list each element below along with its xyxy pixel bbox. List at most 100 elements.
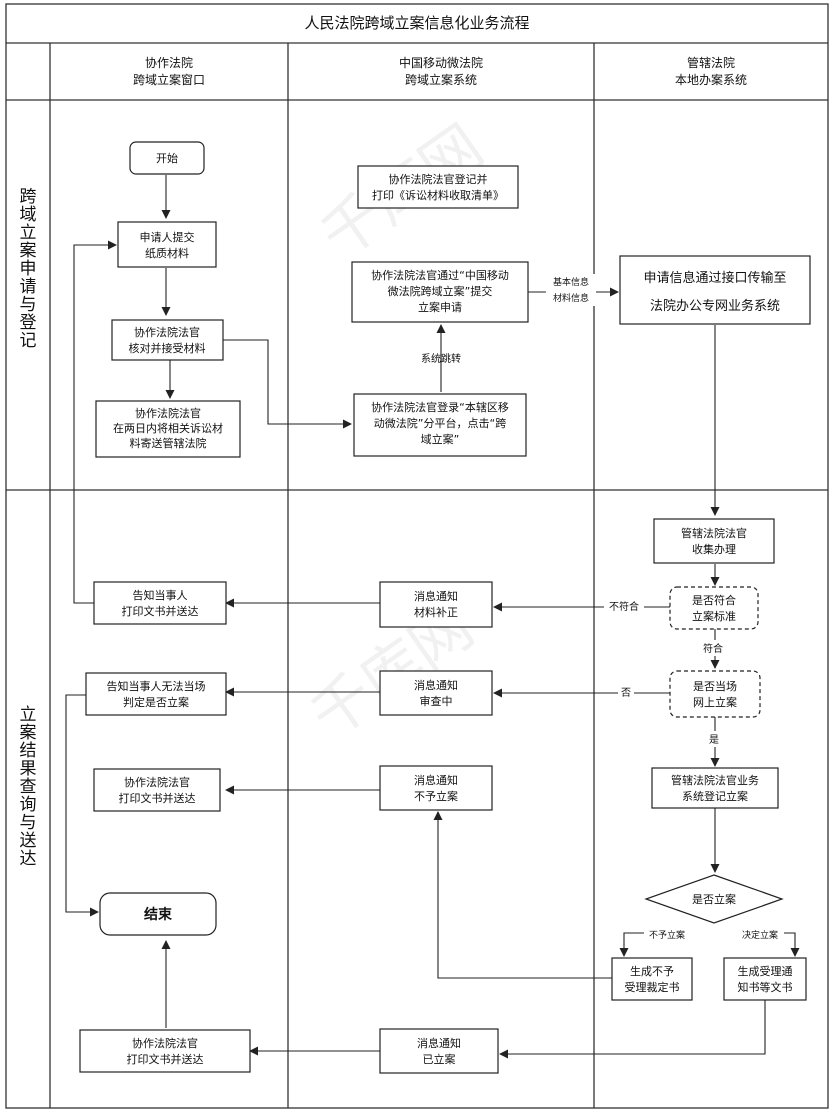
svg-text:消息通知: 消息通知 (414, 589, 458, 603)
svg-text:受理裁定书: 受理裁定书 (625, 980, 680, 994)
svg-text:微法院跨域立案”提交: 微法院跨域立案”提交 (388, 284, 493, 298)
svg-text:协作法院法官: 协作法院法官 (132, 1036, 198, 1050)
node-login: 协作法院法官登录“本辖区移 动微法院”分平台，点击“跨 域立案” (353, 393, 527, 457)
edge-labels: 系统跳转 基本信息 材料信息 不符合 符合 否 是 不予立案 决定立案 (421, 274, 784, 942)
node-reject-ruling: 生成不予 受理裁定书 (611, 957, 693, 1001)
svg-text:知书等文书: 知书等文书 (738, 980, 793, 994)
svg-text:是否立案: 是否立案 (692, 892, 736, 906)
phase-char: 果 (20, 759, 37, 779)
arrow-notify-cannot-to-end (65, 694, 99, 917)
edge-label-bg (705, 731, 723, 747)
phase-char: 案 (20, 723, 37, 743)
node-check-onsite: 是否当场 网上立案 (669, 670, 761, 718)
node-label: 开始 (156, 151, 178, 165)
edge-label-material-info: 材料信息 (553, 292, 589, 304)
svg-text:生成不予: 生成不予 (630, 964, 674, 978)
phase-char: 送 (20, 831, 37, 851)
node-decide: 是否立案 (644, 874, 784, 924)
svg-text:在两日内将相关诉讼材: 在两日内将相关诉讼材 (113, 421, 223, 435)
phase-char: 与 (20, 295, 37, 315)
svg-text:判定是否立案: 判定是否立案 (123, 695, 189, 709)
swimlane-grid (5, 3, 829, 1109)
svg-text:打印文书并送达: 打印文书并送达 (122, 604, 199, 618)
svg-text:打印文书并送达: 打印文书并送达 (119, 791, 196, 805)
svg-text:协作法院法官通过“中国移动: 协作法院法官通过“中国移动 (371, 268, 509, 282)
node-mail: 协作法院法官 在两日内将相关诉讼材 料寄送管辖法院 (95, 400, 241, 458)
node-verify: 协作法院法官 核对并接受材料 (111, 319, 224, 361)
node-msg-review: 消息通知 审查中 (379, 670, 493, 716)
svg-text:协作法院法官登记并: 协作法院法官登记并 (389, 172, 488, 186)
svg-text:结束: 结束 (144, 906, 173, 923)
lane-subtitle: 跨域立案窗口 (133, 72, 205, 87)
svg-text:协作法院法官: 协作法院法官 (134, 325, 200, 339)
phase-char: 跨 (20, 187, 37, 207)
svg-text:打印文书并送达: 打印文书并送达 (127, 1052, 204, 1066)
node-transmit: 申请信息通过接口传输至 法院办公专网业务系统 (619, 255, 811, 325)
svg-text:是否符合: 是否符合 (692, 593, 736, 607)
phase-char: 询 (20, 795, 37, 815)
phase-label-result: 立 案 结 果 查 询 与 送 达 (20, 705, 37, 869)
phase-char: 请 (20, 277, 37, 297)
edge-label-basic-info: 基本信息 (553, 276, 589, 288)
arrow-accept-notice-to-msg-filed (499, 1000, 766, 1059)
phase-char: 立 (20, 223, 37, 243)
edge-label-yes: 是 (709, 734, 719, 746)
edge-label-bg (738, 927, 784, 942)
svg-text:不予立案: 不予立案 (414, 789, 458, 803)
node-notify-cannot: 告知当事人无法当场 判定是否立案 (85, 672, 227, 716)
lane-subtitle: 本地办案系统 (675, 72, 747, 87)
lane-title: 中国移动微法院 (399, 55, 483, 70)
node-msg-correct: 消息通知 材料补正 (379, 581, 493, 628)
phase-char: 与 (20, 813, 37, 833)
node-notify-party: 告知当事人 打印文书并送达 (93, 581, 227, 625)
node-register-print: 协作法院法官登记并 打印《诉讼材料收取清单》 (357, 165, 519, 209)
node-print-reject: 协作法院法官 打印文书并送达 (93, 768, 221, 812)
node-end: 结束 (99, 892, 217, 936)
svg-text:核对并接受材料: 核对并接受材料 (129, 341, 206, 355)
arrow-notify-party-back-to-submit (73, 240, 117, 604)
svg-text:管辖法院法官业务: 管辖法院法官业务 (671, 773, 759, 787)
node-submit-online: 协作法院法官通过“中国移动 微法院跨域立案”提交 立案申请 (351, 261, 529, 323)
svg-text:告知当事人无法当场: 告知当事人无法当场 (107, 679, 206, 693)
phase-char: 达 (20, 849, 37, 869)
node-print-filed: 协作法院法官 打印文书并送达 (79, 1029, 251, 1073)
svg-text:生成受理通: 生成受理通 (738, 964, 793, 978)
edge-label-nonconform: 不符合 (609, 600, 639, 613)
lane-title: 协作法院 (145, 55, 193, 70)
edge-label-bg (644, 927, 690, 942)
svg-text:审查中: 审查中 (420, 694, 453, 708)
node-collect: 管辖法院法官 收集办理 (653, 518, 775, 564)
arrow-verify-to-login (223, 339, 352, 429)
phase-char: 立 (20, 705, 37, 725)
svg-text:立案申请: 立案申请 (418, 300, 462, 314)
lane-header-mobile-court: 中国移动微法院 跨域立案系统 (399, 55, 483, 87)
edge-label-bg (699, 640, 729, 656)
phase-label-application: 跨 域 立 案 申 请 与 登 记 (20, 187, 37, 351)
svg-text:消息通知: 消息通知 (414, 773, 458, 787)
svg-text:系统登记立案: 系统登记立案 (682, 789, 748, 803)
node-start: 开始 (129, 141, 205, 175)
outer-frame (5, 3, 829, 1109)
svg-text:协作法院法官登录“本辖区移: 协作法院法官登录“本辖区移 (371, 400, 509, 414)
phase-char: 记 (20, 331, 37, 351)
edge-label-not-file: 不予立案 (649, 929, 685, 941)
svg-text:管辖法院法官: 管辖法院法官 (681, 526, 747, 540)
node-local-register: 管辖法院法官业务 系统登记立案 (651, 767, 779, 809)
phase-char: 登 (20, 313, 37, 333)
svg-text:网上立案: 网上立案 (693, 695, 737, 709)
lane-header-jurisdiction-court: 管辖法院 本地办案系统 (675, 55, 747, 87)
node-msg-filed: 消息通知 已立案 (379, 1028, 499, 1074)
svg-text:消息通知: 消息通知 (417, 1036, 461, 1050)
svg-text:告知当事人: 告知当事人 (133, 588, 188, 602)
edge-label-bg (618, 684, 634, 700)
lane-header-cooperating-court: 协作法院 跨域立案窗口 (133, 55, 205, 87)
edge-label-conform: 符合 (703, 642, 723, 655)
svg-text:立案标准: 立案标准 (692, 609, 736, 623)
svg-text:是否当场: 是否当场 (693, 679, 737, 693)
edge-label-bg (604, 598, 644, 614)
svg-text:打印《诉讼材料收取清单》: 打印《诉讼材料收取清单》 (372, 188, 504, 202)
edge-label-decide-file: 决定立案 (742, 929, 778, 941)
lane-title: 管辖法院 (687, 55, 735, 70)
edge-label-system-jump: 系统跳转 (421, 352, 461, 365)
svg-text:域立案”: 域立案” (421, 432, 460, 446)
